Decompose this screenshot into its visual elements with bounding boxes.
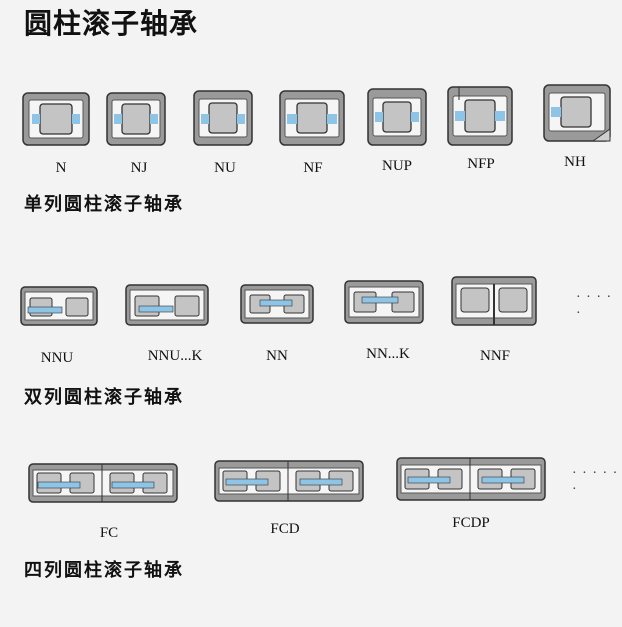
- type-code-n: N: [55, 160, 67, 176]
- type-code-nn-k: NN...K: [366, 346, 410, 362]
- bearing-nnf-icon: [451, 276, 537, 326]
- bearing-fcdp-icon: [396, 457, 546, 501]
- bearing-nnu-k-icon: [125, 284, 209, 326]
- type-code-nu: NU: [214, 160, 236, 176]
- bearing-fcd-icon: [214, 460, 364, 502]
- type-code-nup: NUP: [381, 158, 412, 174]
- type-code-nnf: NNF: [479, 348, 510, 364]
- type-code-fcd: FCD: [270, 521, 300, 537]
- bearing-nh-icon: [543, 84, 611, 142]
- type-code-nnu: NNU: [40, 350, 74, 366]
- type-code-nnu-k: NNU...K: [147, 348, 203, 364]
- section-label-single-row: 单列圆柱滚子轴承: [24, 194, 184, 215]
- bearing-nu-icon: [193, 90, 253, 146]
- type-code-nj: NJ: [130, 160, 148, 176]
- bearing-nn-icon: [240, 284, 314, 324]
- bearing-n-icon: [22, 92, 90, 146]
- section-label-four-row: 四列圆柱滚子轴承: [24, 560, 184, 581]
- bearing-fc-icon: [28, 463, 178, 503]
- type-code-nn: NN: [266, 348, 288, 364]
- more-double-row: · · · · ·: [576, 290, 613, 321]
- bearing-nn-k-icon: [344, 280, 424, 324]
- type-code-nh: NH: [564, 154, 586, 170]
- bearing-nj-icon: [106, 92, 166, 146]
- bearing-nup-icon: [367, 88, 427, 146]
- bearing-nnu-icon: [20, 286, 98, 326]
- type-code-fc: FC: [99, 525, 119, 541]
- page-title: 圆柱滚子轴承: [24, 7, 199, 40]
- section-label-double-row: 双列圆柱滚子轴承: [24, 387, 184, 408]
- type-code-nfp: NFP: [467, 156, 495, 172]
- bearing-nf-icon: [279, 90, 345, 146]
- type-code-fcdp: FCDP: [452, 515, 490, 531]
- bearing-nfp-icon: [447, 86, 513, 146]
- type-code-nf: NF: [303, 160, 323, 176]
- more-four-row: · · · · · ·: [572, 466, 619, 497]
